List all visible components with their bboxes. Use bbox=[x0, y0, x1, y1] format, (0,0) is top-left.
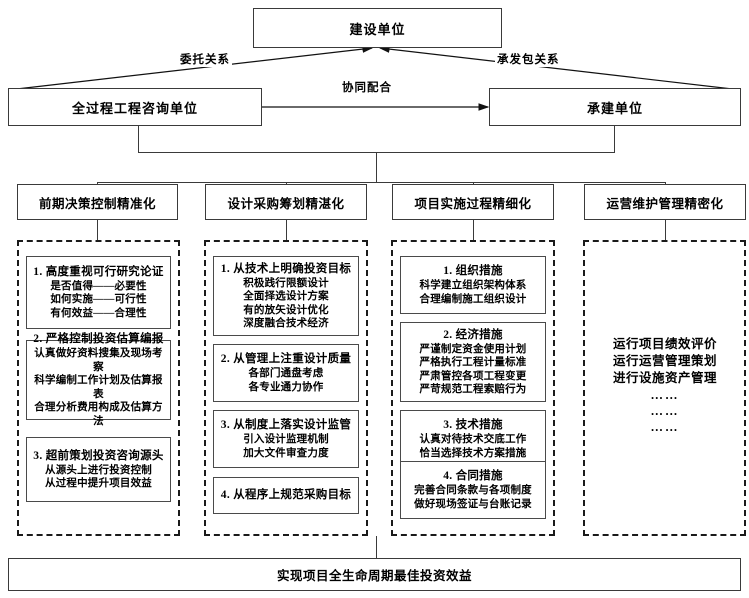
entity-box-consulting-unit[interactable]: 全过程工程咨询单位 bbox=[8, 88, 262, 126]
entity-label-construction-unit: 承建单位 bbox=[586, 100, 643, 116]
item-line: 运行项目绩效评价 bbox=[612, 336, 717, 351]
list-item[interactable]: 1. 组织措施 科学建立组织架构体系 合理编制施工组织设计 bbox=[400, 256, 546, 314]
item-line: 认真对待技术交底工作 bbox=[419, 434, 527, 445]
item-head: 2. 经济措施 bbox=[443, 328, 503, 341]
item-line: 科学建立组织架构体系 bbox=[419, 280, 527, 291]
list-item[interactable]: 2. 严格控制投资估算编报 认真做好资料搜集及现场考察 科学编制工作计划及估算报… bbox=[26, 333, 171, 427]
connector-cat3-to-col3 bbox=[473, 220, 474, 240]
item-line: 做好现场签证与台账记录 bbox=[414, 498, 532, 510]
connector-cat4-to-col4 bbox=[665, 220, 666, 240]
item-head: 1. 从技术上明确投资目标 bbox=[220, 262, 352, 275]
item-head: 2. 从管理上注重设计质量 bbox=[220, 353, 352, 365]
item-line: 科学编制工作计划及估算报表 bbox=[34, 375, 163, 400]
category-label-2: 设计采购筹划精湛化 bbox=[227, 196, 345, 211]
item-line: 认真做好资料搜集及现场考察 bbox=[34, 348, 163, 373]
list-item[interactable]: 2. 经济措施 严谨制定资金使用计划 严格执行工程计量标准 严肃管控各项工程变更… bbox=[400, 322, 546, 402]
item-line: 严苛规范工程索赔行为 bbox=[419, 384, 527, 395]
item-line: 有何效益——合理性 bbox=[50, 307, 147, 319]
item-head: 1. 高度重视可行研究论证 bbox=[33, 265, 164, 278]
list-item[interactable]: 2. 从管理上注重设计质量 各部门通盘考虑 各专业通力协作 bbox=[213, 344, 359, 402]
item-head: 3. 技术措施 bbox=[443, 419, 503, 431]
item-line: 进行设施资产管理 bbox=[612, 370, 717, 385]
item-line: 运行运营管理策划 bbox=[612, 353, 717, 368]
item-line: 是否值得——必要性 bbox=[50, 280, 147, 292]
item-line: 严谨制定资金使用计划 bbox=[419, 343, 527, 355]
connector-bus-categories bbox=[97, 182, 665, 183]
connector-cat2-to-col2 bbox=[286, 220, 287, 240]
category-label-4: 运营维护管理精密化 bbox=[606, 196, 724, 211]
column-4-content: 运行项目绩效评价 运行运营管理策划 进行设施资产管理 …… …… …… bbox=[592, 330, 738, 440]
ellipsis-line: …… bbox=[650, 387, 680, 402]
category-header-1[interactable]: 前期决策控制精准化 bbox=[17, 184, 178, 220]
category-header-2[interactable]: 设计采购筹划精湛化 bbox=[205, 184, 367, 220]
list-item[interactable]: 1. 从技术上明确投资目标 积极践行限额设计 全面择选设计方案 有的放矢设计优化… bbox=[213, 256, 359, 336]
entity-label-consulting-unit: 全过程工程咨询单位 bbox=[71, 100, 198, 116]
item-line: 严格执行工程计量标准 bbox=[419, 357, 527, 368]
connector-cat1-to-col1 bbox=[97, 220, 98, 240]
category-header-4[interactable]: 运营维护管理精密化 bbox=[584, 184, 746, 220]
relation-label-right: 承发包关系 bbox=[495, 51, 562, 67]
item-line: 合理编制施工组织设计 bbox=[419, 293, 527, 305]
item-head: 1. 组织措施 bbox=[443, 265, 503, 277]
item-head: 4. 从程序上规范采购目标 bbox=[220, 489, 352, 501]
item-head: 2. 严格控制投资估算编报 bbox=[33, 333, 164, 345]
list-item[interactable]: 4. 合同措施 完善合同条款与各项制度 做好现场签证与台账记录 bbox=[400, 461, 546, 519]
list-item[interactable]: 1. 高度重视可行研究论证 是否值得——必要性 如何实施——可行性 有何效益——… bbox=[26, 256, 171, 329]
column-container-4 bbox=[583, 240, 746, 536]
item-line: 各专业通力协作 bbox=[248, 381, 324, 393]
list-item[interactable]: 4. 从程序上规范采购目标 bbox=[213, 477, 359, 514]
item-line: 引入设计监理机制 bbox=[243, 434, 329, 445]
footer-goal-label: 实现项目全生命周期最佳投资效益 bbox=[276, 569, 472, 583]
category-label-3: 项目实施过程精细化 bbox=[414, 196, 532, 211]
list-item[interactable]: 3. 从制度上落实设计监管 引入设计监理机制 加大文件审查力度 bbox=[213, 410, 359, 468]
item-line: 从源头上进行投资控制 bbox=[45, 464, 152, 476]
connector-col3-to-footer bbox=[376, 536, 377, 558]
entity-box-construction-unit[interactable]: 承建单位 bbox=[489, 88, 741, 126]
item-line: 合理分析费用构成及估算方法 bbox=[34, 402, 163, 427]
top-entity-label: 建设单位 bbox=[349, 21, 406, 37]
connector-bus-drop bbox=[376, 152, 377, 182]
ellipsis-line: …… bbox=[650, 403, 680, 418]
relation-label-left: 委托关系 bbox=[178, 51, 232, 67]
item-head: 3. 从制度上落实设计监管 bbox=[220, 419, 352, 431]
footer-goal-box[interactable]: 实现项目全生命周期最佳投资效益 bbox=[8, 558, 741, 591]
item-head: 4. 合同措施 bbox=[443, 470, 503, 482]
item-line: 如何实施——可行性 bbox=[50, 294, 147, 306]
connector-left-unit-down bbox=[138, 126, 139, 152]
item-head: 3. 超前策划投资咨询源头 bbox=[33, 449, 164, 462]
item-line: 加大文件审查力度 bbox=[243, 447, 329, 459]
category-label-1: 前期决策控制精准化 bbox=[38, 196, 156, 211]
item-line: 各部门通盘考虑 bbox=[248, 368, 324, 379]
item-line: 完善合同条款与各项制度 bbox=[414, 485, 532, 496]
list-item[interactable]: 3. 超前策划投资咨询源头 从源头上进行投资控制 从过程中提升项目效益 bbox=[26, 437, 171, 502]
item-line: 有的放矢设计优化 bbox=[243, 304, 329, 316]
relation-label-middle: 协同配合 bbox=[340, 79, 394, 95]
item-line: 恰当选择技术方案措施 bbox=[419, 447, 527, 459]
item-line: 从过程中提升项目效益 bbox=[45, 478, 152, 489]
item-line: 严肃管控各项工程变更 bbox=[419, 370, 527, 382]
connector-right-unit-down bbox=[614, 126, 615, 152]
item-line: 深度融合技术经济 bbox=[243, 318, 329, 329]
top-entity-box[interactable]: 建设单位 bbox=[253, 8, 502, 48]
item-line: 全面择选设计方案 bbox=[243, 291, 329, 302]
item-line: 积极践行限额设计 bbox=[243, 277, 329, 289]
list-item[interactable]: 3. 技术措施 认真对待技术交底工作 恰当选择技术方案措施 bbox=[400, 410, 546, 468]
category-header-3[interactable]: 项目实施过程精细化 bbox=[392, 184, 554, 220]
ellipsis-line: …… bbox=[650, 419, 680, 434]
